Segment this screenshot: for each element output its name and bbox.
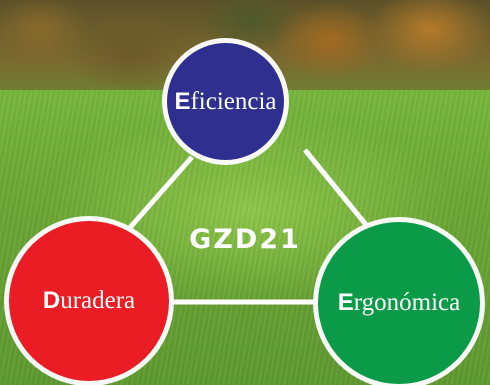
model-label: GZD21 bbox=[189, 224, 301, 255]
circle-ergonomica-initial: E bbox=[337, 289, 354, 316]
circle-ergonomica-label: rgonómica bbox=[353, 289, 461, 316]
circle-eficiencia-initial: E bbox=[174, 87, 191, 115]
connector-top-left bbox=[125, 155, 194, 233]
circle-eficiencia-label: ficiencia bbox=[190, 87, 277, 115]
circle-duradera-label: uradera bbox=[60, 287, 136, 314]
connector-top-right bbox=[303, 148, 374, 234]
circle-duradera-initial: D bbox=[42, 287, 61, 314]
